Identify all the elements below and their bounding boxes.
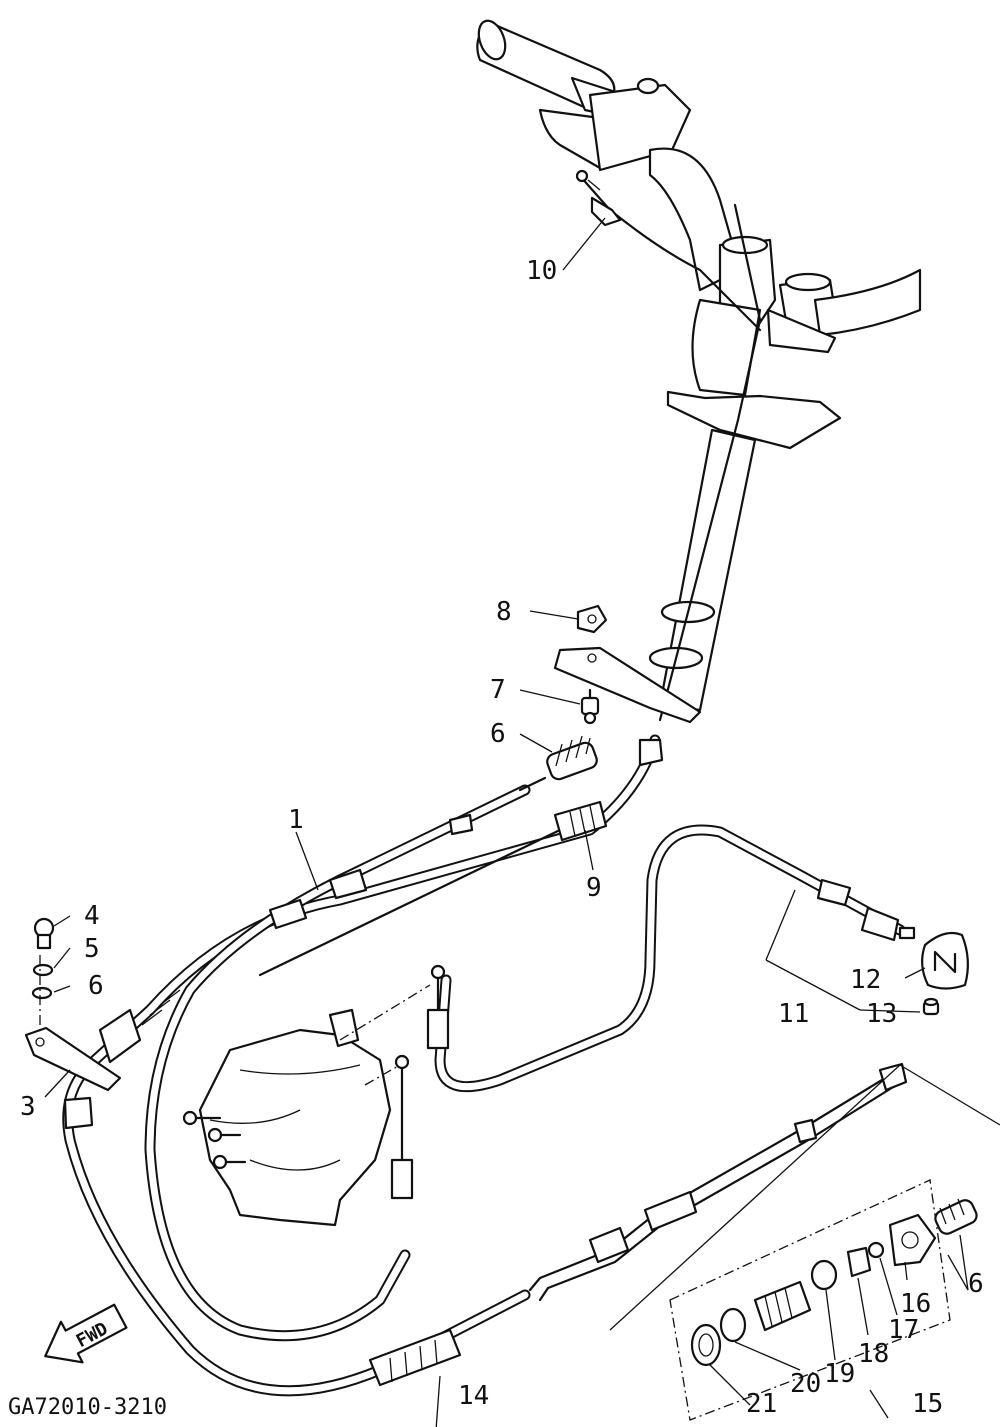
cable-icon — [575, 169, 762, 332]
bracket-icon — [24, 1026, 122, 1092]
neutral-knob-icon — [921, 931, 969, 990]
callout-12: 12 — [850, 965, 881, 995]
spring-icon — [753, 1280, 812, 1332]
callout-14: 14 — [458, 1381, 489, 1411]
callout-labels: 10 8 7 6 1 9 4 5 6 3 12 11 13 6 16 17 18… — [8, 256, 984, 1420]
leader-lines — [44, 217, 969, 1427]
steering-column-icon — [648, 203, 842, 722]
callout-6-lower: 6 — [968, 1269, 984, 1299]
callout-3: 4 — [84, 901, 100, 931]
handlebar-grip-icon — [476, 19, 922, 347]
fitting-kit — [609, 1064, 1000, 1421]
callout-17: 17 — [888, 1315, 919, 1345]
nut-icon — [888, 1213, 937, 1267]
spring-icon — [934, 1198, 978, 1235]
washer-icon — [31, 963, 54, 1000]
fwd-arrow-icon: FWD — [44, 1303, 128, 1364]
callout-9: 9 — [586, 873, 602, 903]
callout-18: 18 — [858, 1339, 889, 1369]
callout-15: 15 — [912, 1389, 943, 1419]
callout-6-upper: 6 — [490, 719, 506, 749]
shift-cable — [426, 824, 916, 1093]
main-cables — [62, 734, 908, 1397]
bolt-icon — [580, 688, 600, 725]
bolt-icon — [922, 997, 940, 1016]
callout-16: 16 — [900, 1289, 931, 1319]
callout-21: 21 — [746, 1389, 777, 1419]
callout-2: 3 — [20, 1092, 36, 1122]
washer-icon — [690, 1323, 722, 1367]
bolt-icon — [33, 917, 55, 950]
engine-block-icon — [182, 964, 446, 1227]
callout-13: 13 — [866, 999, 897, 1029]
callout-4: 5 — [84, 934, 100, 964]
bracket-icon — [553, 646, 702, 724]
callout-20: 20 — [790, 1369, 821, 1399]
callout-10: 10 — [526, 256, 557, 286]
callout-11: 11 — [778, 999, 809, 1029]
callout-5: 6 — [88, 971, 104, 1001]
callout-7: 7 — [490, 675, 506, 705]
washer-icon — [719, 1307, 747, 1343]
nut-icon — [576, 604, 608, 634]
callout-1: 1 — [288, 805, 304, 835]
spring-icon — [546, 735, 598, 781]
callout-19: 19 — [824, 1359, 855, 1389]
figure-code: GA72010-3210 — [8, 1395, 167, 1420]
nut-icon — [846, 1246, 872, 1278]
callout-8: 8 — [496, 597, 512, 627]
